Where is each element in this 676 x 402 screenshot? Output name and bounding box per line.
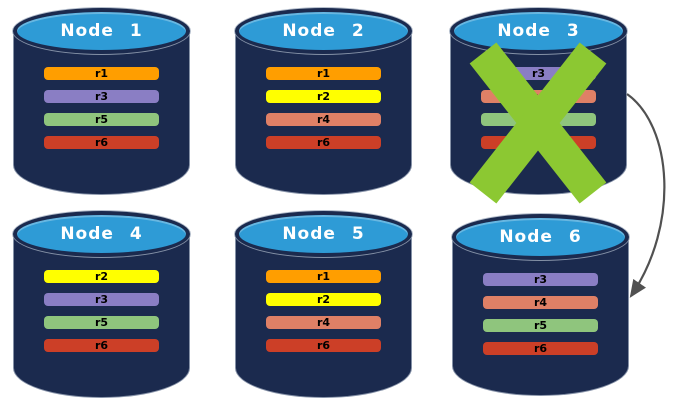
replica-list: r1 r2 r4 r6 <box>235 270 412 352</box>
replica-bar: r1 <box>266 270 381 283</box>
replica-bar: r6 <box>44 136 159 149</box>
node-6-cylinder: Node 6 r3 r4 r5 r6 <box>452 214 629 396</box>
replica-list: r1 r3 r5 r6 <box>13 67 190 149</box>
cylinder-top: Node 5 <box>235 211 412 257</box>
node-2-cylinder: Node 2 r1 r2 r4 r6 <box>235 8 412 195</box>
node-title: Node 3 <box>497 21 580 41</box>
replica-bar: r1 <box>44 67 159 80</box>
cylinder-top: Node 2 <box>235 8 412 54</box>
replica-list: r2 r3 r5 r6 <box>13 270 190 352</box>
cylinder-top: Node 6 <box>452 214 629 260</box>
replica-list: r3 r4 r5 r6 <box>452 273 629 355</box>
replica-bar: r5 <box>44 316 159 329</box>
node-4-cylinder: Node 4 r2 r3 r5 r6 <box>13 211 190 398</box>
node-5-cylinder: Node 5 r1 r2 r4 r6 <box>235 211 412 398</box>
node-title: Node 6 <box>499 227 582 247</box>
replica-bar: r6 <box>483 342 598 355</box>
replica-bar: r2 <box>44 270 159 283</box>
replica-bar: r2 <box>266 293 381 306</box>
node-title: Node 4 <box>60 224 143 244</box>
node-title: Node 1 <box>60 21 143 41</box>
node-3-cylinder: Node 3 r3 r4 r5 r6 <box>450 8 627 204</box>
node-title: Node 5 <box>282 224 365 244</box>
replica-bar: r2 <box>266 90 381 103</box>
cylinder-top: Node 3 <box>450 8 627 54</box>
replica-bar: r6 <box>266 136 381 149</box>
replica-bar: r4 <box>483 296 598 309</box>
cylinder-top: Node 4 <box>13 211 190 257</box>
replica-bar: r3 <box>44 293 159 306</box>
node-title: Node 2 <box>282 21 365 41</box>
cylinder-body <box>452 237 629 396</box>
replica-bar: r4 <box>266 113 381 126</box>
replica-list: r1 r2 r4 r6 <box>235 67 412 149</box>
replica-bar: r5 <box>44 113 159 126</box>
node-1-cylinder: Node 1 r1 r3 r5 r6 <box>13 8 190 195</box>
replica-bar: r3 <box>44 90 159 103</box>
failure-x-icon <box>469 42 607 204</box>
replica-bar: r3 <box>483 273 598 286</box>
replica-bar: r6 <box>266 339 381 352</box>
replica-bar: r6 <box>44 339 159 352</box>
replica-bar: r1 <box>266 67 381 80</box>
replica-bar: r5 <box>483 319 598 332</box>
cylinder-top: Node 1 <box>13 8 190 54</box>
replica-bar: r4 <box>266 316 381 329</box>
